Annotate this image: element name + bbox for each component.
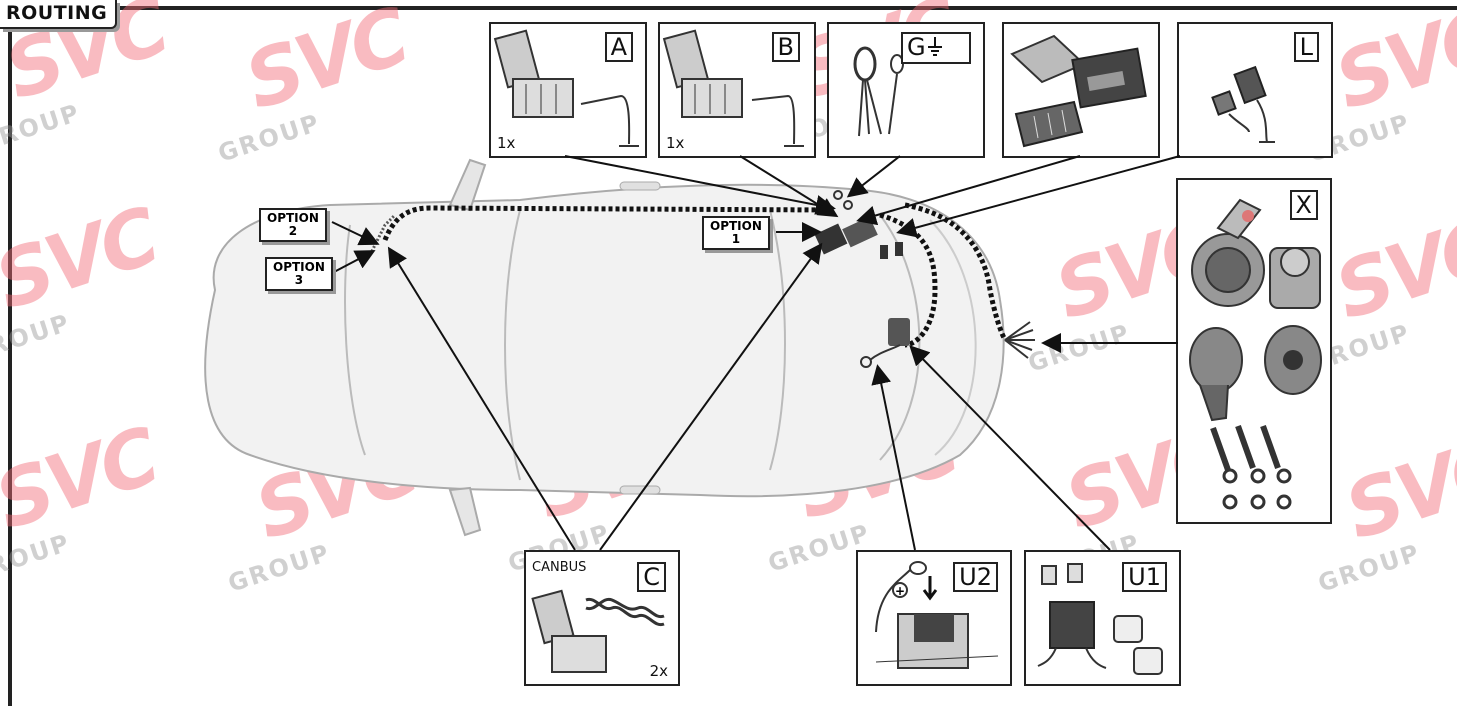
- box-u2-label: U2: [953, 562, 998, 592]
- ground-ring: [843, 200, 853, 210]
- wire-fan: [1004, 321, 1035, 359]
- component-box-a: A 1x: [489, 22, 647, 158]
- door-handle: [619, 485, 661, 495]
- box-a-label: A: [604, 32, 633, 62]
- component-box-module: [1002, 22, 1160, 158]
- component-box-l: L: [1177, 22, 1333, 158]
- door-handle: [619, 181, 661, 191]
- canbus-kit-icon: [531, 589, 665, 673]
- component-box-g: G: [827, 22, 985, 158]
- box-g-label: G: [901, 32, 971, 64]
- component-box-b: B 1x: [658, 22, 816, 158]
- battery-connection-icon: +: [875, 561, 999, 669]
- control-module-icon: [1010, 34, 1147, 148]
- harness-route: [382, 205, 831, 241]
- component-box-x: X: [1176, 178, 1332, 524]
- control-module: [814, 223, 848, 255]
- page-title: ROUTING: [0, 0, 118, 29]
- ground-symbol-icon: [926, 35, 944, 62]
- box-c-qty: 2x: [649, 662, 668, 680]
- car-mirror-bottom: [448, 486, 482, 537]
- box-l-label: L: [1293, 32, 1319, 62]
- relay-connector-icon: [493, 29, 639, 147]
- box-c-label: C: [637, 562, 666, 592]
- component-box-u2: + U2: [856, 550, 1012, 686]
- option-wire: [368, 213, 397, 256]
- svg-text:+: +: [895, 584, 905, 598]
- battery-ring: [860, 356, 872, 368]
- fuse-wire: [869, 344, 901, 361]
- component-box-u1: U1: [1024, 550, 1181, 686]
- box-c-caption: CANBUS: [532, 560, 587, 575]
- ground-eyelet-icon: [853, 46, 904, 137]
- fuse-holder-icon: [1037, 563, 1163, 675]
- box-a-qty: 1x: [497, 134, 516, 152]
- box-b-qty: 1x: [666, 134, 685, 152]
- box-b-label: B: [771, 32, 800, 62]
- box-x-label: X: [1289, 190, 1318, 220]
- fuse-holder: [888, 318, 910, 346]
- connector: [880, 245, 888, 259]
- diagram-frame: [8, 6, 1457, 706]
- connector: [895, 242, 903, 256]
- relay-connector-icon: [662, 29, 804, 147]
- socket-kit-icon: [1189, 198, 1322, 510]
- connector-plug-icon: [1211, 65, 1275, 143]
- box-u1-label: U1: [1122, 562, 1167, 592]
- component-box-c: CANBUS C 2x: [524, 550, 680, 686]
